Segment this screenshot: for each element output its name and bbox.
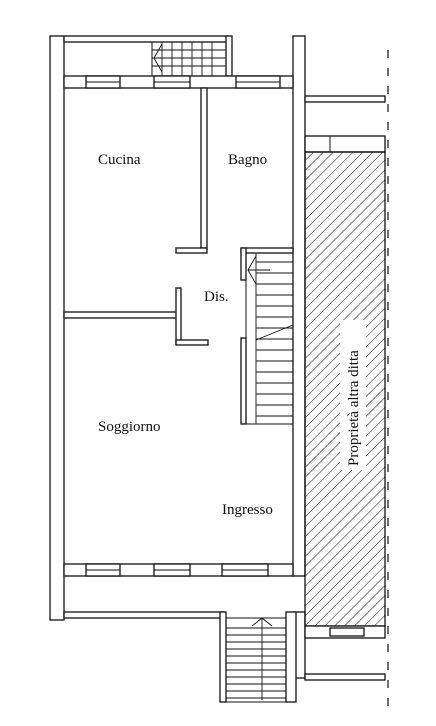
interior-stair	[245, 252, 294, 425]
top-balcony-stair	[151, 41, 227, 77]
room-label-dis: Dis.	[204, 289, 229, 305]
neighbor-property: Proprietà altra ditta	[304, 50, 389, 712]
top-facade-wall	[63, 75, 294, 89]
room-label-soggiorno: Soggiorno	[98, 419, 161, 435]
entrance-stair	[225, 617, 287, 703]
room-label-bagno: Bagno	[228, 152, 267, 168]
bottom-facade-wall	[63, 563, 294, 577]
room-labels: Cucina Bagno Dis. Soggiorno Ingresso	[98, 152, 273, 518]
room-label-cucina: Cucina	[98, 152, 141, 168]
exterior-walls	[49, 35, 306, 679]
room-label-ingresso: Ingresso	[222, 502, 273, 518]
bottom-balcony	[63, 611, 297, 703]
neighbor-label: Proprietà altra ditta	[346, 350, 362, 466]
interior-walls	[63, 87, 294, 425]
